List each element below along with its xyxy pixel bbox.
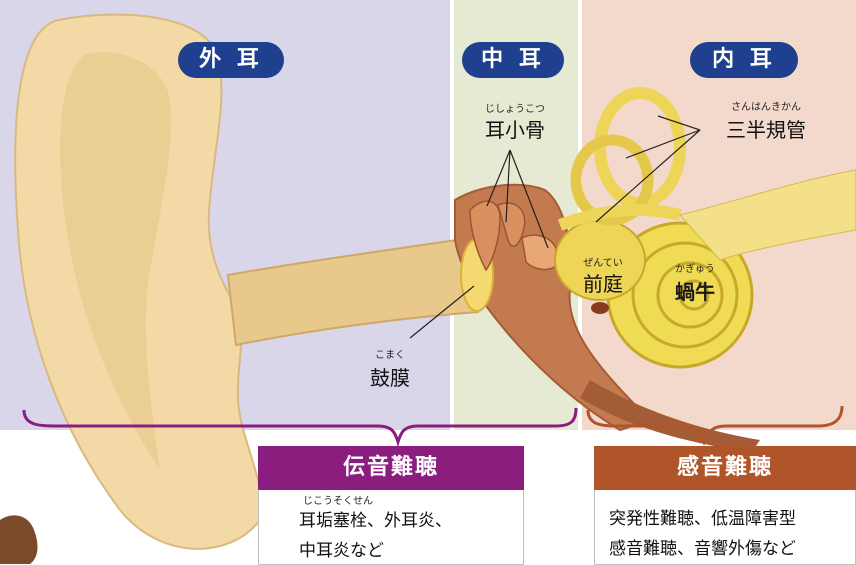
conductive-body: じこうそくせん 耳垢塞栓、外耳炎、 中耳炎など <box>258 490 524 565</box>
conductive-title: 伝音難聴 <box>258 446 524 490</box>
conductive-line2: 中耳炎など <box>299 536 384 561</box>
cartoon-edge <box>0 515 37 564</box>
vestibule-ruby: ぜんてい <box>568 254 638 269</box>
semicircular-label: 三半規管 <box>706 114 826 143</box>
ossicles-label: 耳小骨 <box>470 114 560 143</box>
round-window <box>591 302 609 314</box>
semicircular-ruby: さんはんきかん <box>706 98 826 113</box>
ear-canal <box>228 238 478 345</box>
sensorineural-title: 感音難聴 <box>594 446 856 490</box>
vestibule-label: 前庭 <box>568 268 638 297</box>
ossicles-ruby: じしょうこつ <box>470 100 560 115</box>
sensorineural-body: 突発性難聴、低温障害型 感音難聴、音響外傷など <box>594 490 856 565</box>
cochlea-ruby: かぎゅう <box>660 260 730 275</box>
cochlea-label: 蝸牛 <box>660 276 730 305</box>
conductive-ruby: じこうそくせん <box>293 492 383 507</box>
middle-ear-pill: 中 耳 <box>462 42 564 78</box>
eardrum-label: 鼓膜 <box>350 362 430 391</box>
eardrum-ruby: こまく <box>360 346 420 361</box>
conductive-line1: 耳垢塞栓、外耳炎、 <box>299 506 452 531</box>
sensorineural-line2: 感音難聴、音響外傷など <box>609 534 796 559</box>
outer-ear-pill: 外 耳 <box>178 42 284 78</box>
inner-ear-pill: 内 耳 <box>690 42 798 78</box>
sensorineural-line1: 突発性難聴、低温障害型 <box>609 504 796 529</box>
